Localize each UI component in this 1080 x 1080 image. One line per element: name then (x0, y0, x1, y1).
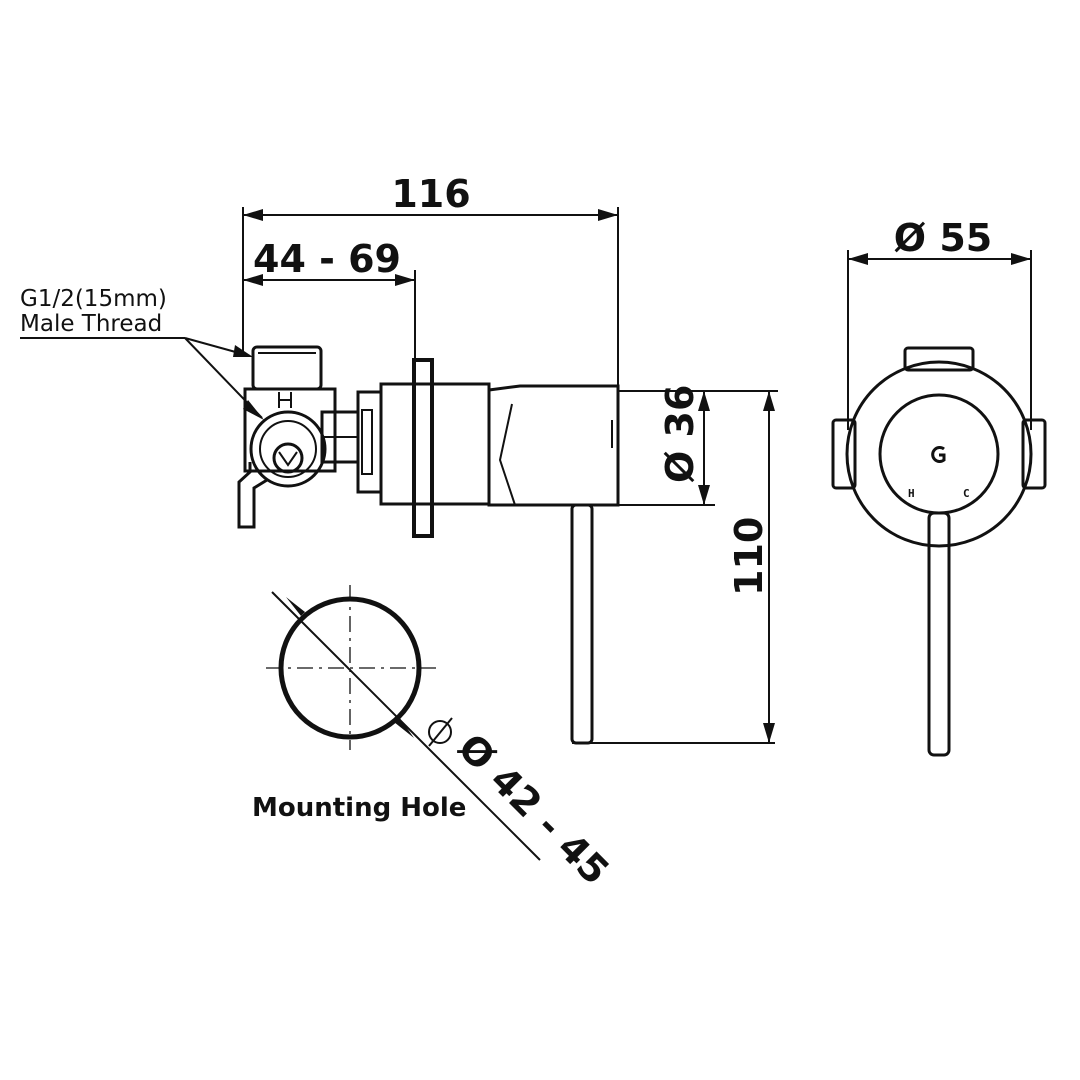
plate-diameter-label: Ø 55 (894, 216, 992, 260)
diameter-symbol (428, 717, 453, 747)
dimension-55: Ø 55 (847, 216, 1032, 430)
hot-mark: H (908, 487, 915, 500)
thread-callout: G1/2(15mm) Male Thread (20, 286, 264, 420)
mounting-hole-circle (278, 596, 422, 740)
mounting-hole-dimension: Ø 42 - 45 (450, 725, 618, 893)
cover-plate (845, 360, 1033, 548)
mounting-bracket (237, 462, 268, 529)
thread-label-line1: G1/2(15mm) (20, 286, 167, 312)
cold-mark: C (963, 487, 970, 500)
dimension-44-69: 44 - 69 (242, 237, 416, 360)
lever-handle (570, 503, 594, 745)
lever-height-label: 110 (727, 517, 771, 596)
dimension-36: Ø 36 (618, 385, 715, 506)
outlet-diameter-label: Ø 36 (658, 385, 702, 483)
brand-logo-icon (931, 446, 946, 463)
front-view: H C (831, 346, 1047, 757)
thread-label-line2: Male Thread (20, 311, 162, 337)
hot-marking-icon (278, 392, 292, 408)
wall-flange (412, 358, 434, 538)
side-view (237, 345, 775, 745)
adjustable-depth-label: 44 - 69 (253, 237, 401, 281)
mounting-hole-label: Mounting Hole (252, 793, 466, 823)
dimension-116: 116 (242, 172, 619, 387)
knurled-sleeve (379, 382, 491, 506)
mounting-hole-view: Ø 42 - 45 Mounting Hole (252, 585, 618, 893)
thread-inlet-icon (249, 410, 327, 488)
overall-depth-label: 116 (391, 172, 470, 216)
front-lever-handle (927, 511, 951, 757)
dimension-110: 110 (618, 390, 778, 743)
